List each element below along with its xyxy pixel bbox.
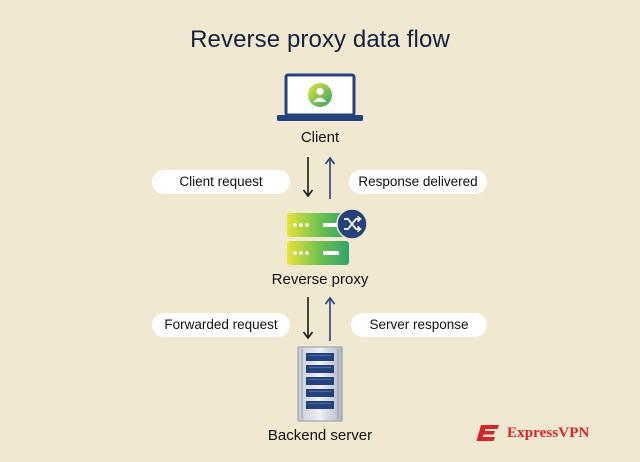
proxy-server-icon: [287, 213, 349, 265]
shuffle-icon: [336, 208, 368, 240]
response-arrow-up-icon: [324, 156, 336, 199]
client-request-pill: Client request: [152, 170, 290, 194]
request-arrow-down-icon: [302, 157, 314, 198]
forwarded-request-pill: Forwarded request: [152, 313, 290, 337]
expressvpn-logo-icon: [476, 425, 499, 441]
diagram-title: Reverse proxy data flow: [190, 26, 450, 53]
forward-arrow-down-icon: [302, 297, 314, 340]
server-response-arrow-up-icon: [324, 296, 336, 341]
brand-logo: ExpressVPN: [475, 422, 625, 444]
server-response-pill: Server response: [351, 313, 487, 337]
laptop-user-icon: [277, 73, 363, 121]
backend-server-label: Backend server: [267, 427, 373, 444]
response-delivered-pill: Response delivered: [349, 170, 487, 194]
client-label: Client: [300, 129, 340, 146]
server-rack-icon: [297, 346, 343, 422]
brand-name: ExpressVPN: [507, 424, 590, 441]
reverse-proxy-label: Reverse proxy: [271, 271, 369, 288]
